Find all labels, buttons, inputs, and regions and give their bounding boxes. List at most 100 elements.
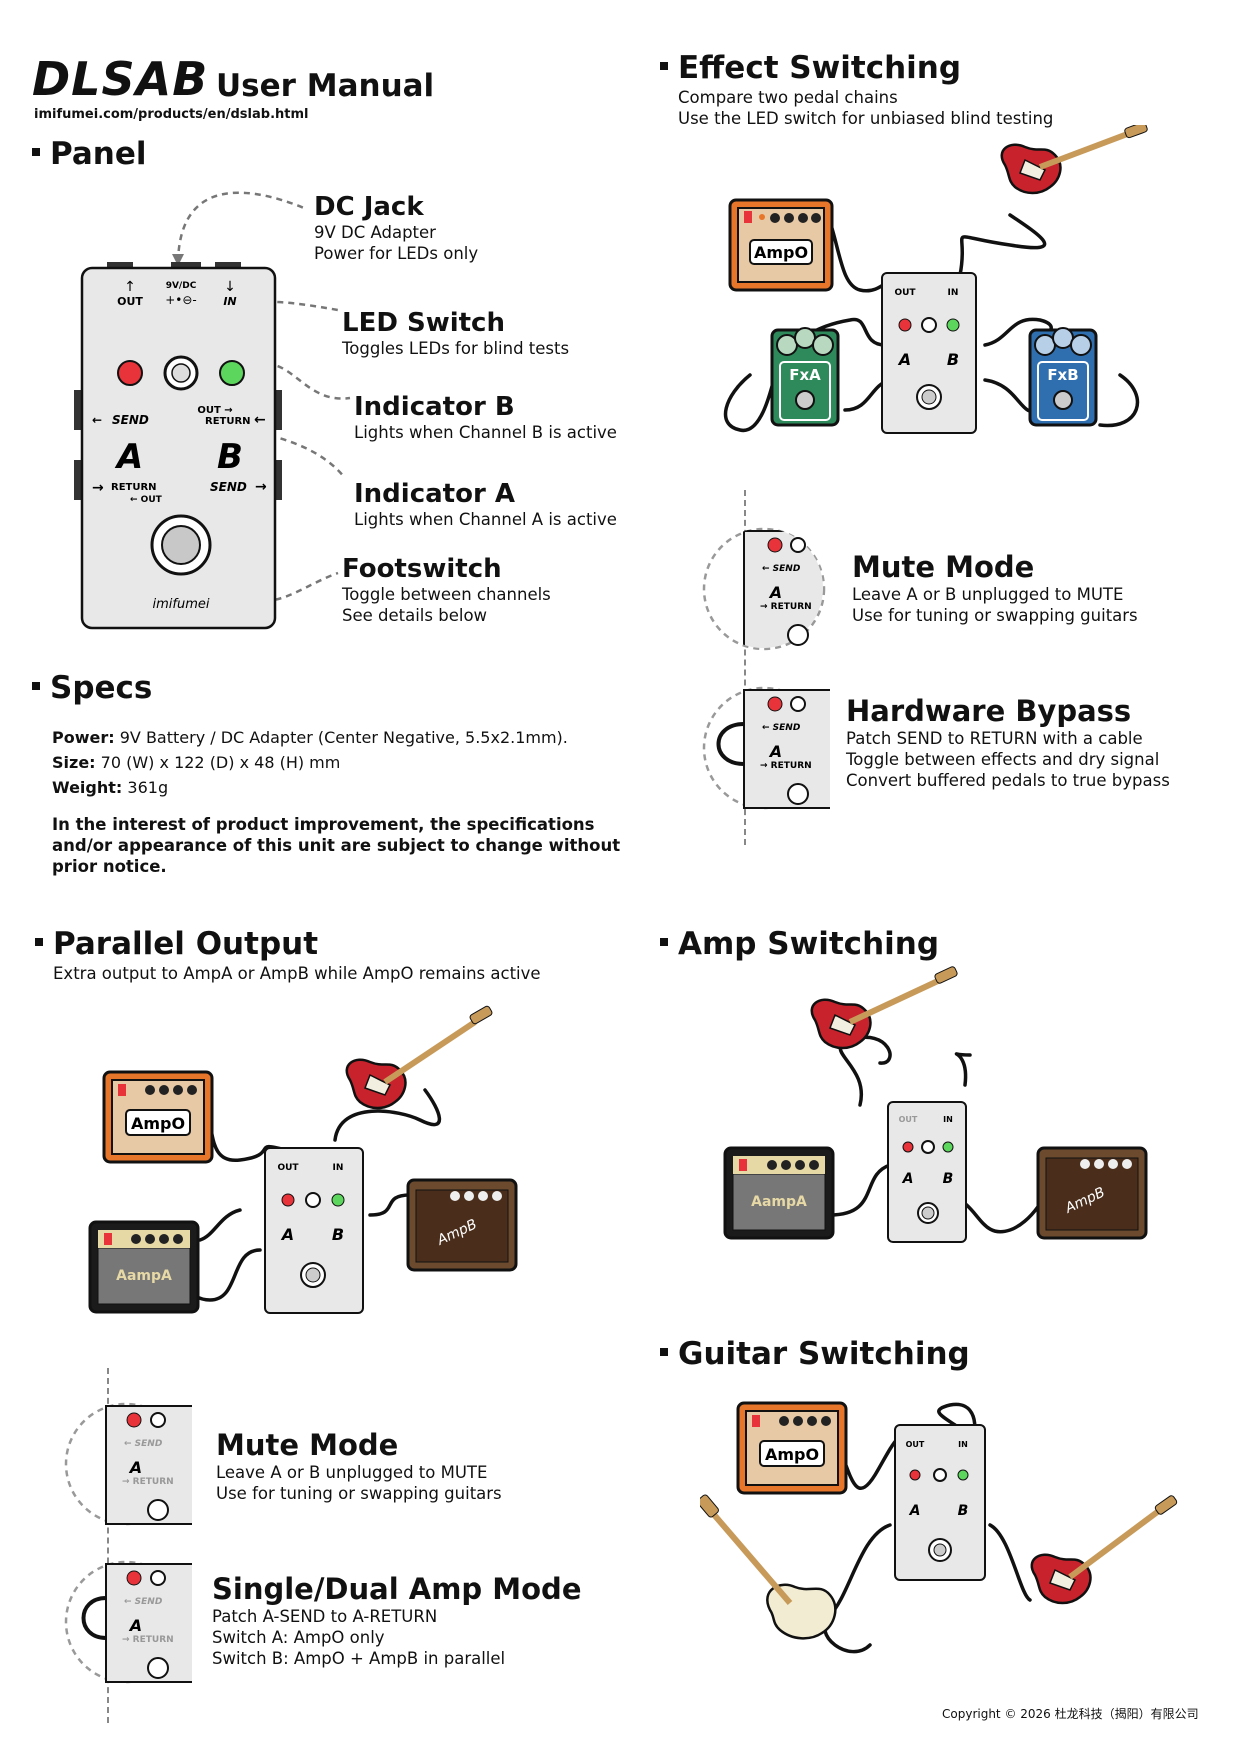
bullet-icon (660, 937, 668, 946)
send-b-label: SEND (210, 480, 247, 494)
dc-label: 9V/DC (166, 281, 197, 291)
parallel-output-heading: Parallel Output (35, 926, 318, 962)
mute-mode-line: Leave A or B unplugged to MUTE (216, 1463, 488, 1482)
svg-text:A: A (280, 1225, 294, 1244)
svg-text:A: A (768, 583, 782, 602)
svg-text:A: A (128, 1616, 142, 1635)
telecaster-guitar-icon (1030, 1495, 1178, 1605)
guitar-icon (345, 1005, 493, 1110)
svg-text:OUT: OUT (899, 1115, 918, 1124)
amp-a: AampA (723, 1146, 835, 1240)
spec-row: Size: 70 (W) x 122 (D) x 48 (H) mm (52, 753, 341, 772)
amp-o-label: AmpO (131, 1114, 185, 1133)
indicator-a-led (117, 360, 143, 386)
guitar-icon (810, 966, 958, 1050)
svg-text:↓: ↓ (224, 279, 236, 295)
indicator-b-line: Lights when Channel B is active (354, 423, 617, 442)
indicator-b-title: Indicator B (354, 392, 515, 422)
svg-text:A: A (768, 742, 782, 761)
svg-text:← SEND: ← SEND (124, 1439, 163, 1449)
single-dual-line: Switch B: AmpO + AmpB in parallel (212, 1649, 506, 1668)
amp-b: AmpB (406, 1178, 518, 1272)
in-jack-label: IN (223, 295, 236, 308)
led-switch-callout: LED Switch Toggles LEDs for blind tests (342, 308, 569, 359)
amp-switching-diagram: AampA AmpB OUT IN A B (723, 966, 1148, 1243)
svg-text:A: A (897, 350, 911, 369)
panel-heading: Panel (32, 136, 147, 172)
footswitch-callout: Footswitch Toggle between channels See d… (342, 554, 551, 626)
amp-o: AmpO (102, 1070, 214, 1164)
single-dual-callout: Single/Dual Amp Mode Patch A-SEND to A-R… (212, 1572, 581, 1669)
brand-label: imifumei (153, 597, 210, 612)
svg-text:↑: ↑ (124, 279, 136, 295)
amp-o: AmpO (728, 198, 834, 292)
out-jack-label: OUT (117, 295, 143, 308)
indicator-a-title: Indicator A (354, 479, 515, 509)
single-dual-line: Patch A-SEND to A-RETURN (212, 1607, 438, 1626)
parallel-output-diagram: AmpO AampA AmpB OUT IN A B (88, 1005, 518, 1314)
svg-text:←: ← (254, 412, 266, 428)
svg-text:→ RETURN: → RETURN (760, 761, 812, 771)
bullet-icon (660, 1347, 668, 1356)
manual-title: User Manual (216, 68, 435, 104)
hardware-bypass-zoom: ← SEND A → RETURN (702, 686, 830, 810)
svg-text:→ RETURN: → RETURN (122, 1477, 174, 1487)
mute-mode-zoom-parallel: ← SEND A → RETURN (64, 1402, 192, 1526)
channel-b-label: B (217, 437, 243, 477)
mute-mode-title: Mute Mode (216, 1428, 399, 1462)
indicator-a-line: Lights when Channel A is active (354, 510, 617, 529)
svg-text:A: A (128, 1458, 142, 1477)
indicator-b-callout: Indicator B Lights when Channel B is act… (354, 392, 617, 443)
amp-o: AmpO (736, 1401, 848, 1495)
amp-b: AmpB (1036, 1146, 1148, 1240)
parallel-output-desc: Extra output to AmpA or AmpB while AmpO … (53, 964, 541, 983)
svg-text:OUT: OUT (894, 288, 916, 298)
svg-text:←: ← (92, 413, 102, 427)
dlsab-pedal-small: OUT IN A B (887, 1101, 967, 1243)
dc-jack-line: Power for LEDs only (314, 244, 479, 263)
mute-mode-title: Mute Mode (852, 550, 1035, 584)
svg-text:+•⊖-: +•⊖- (165, 293, 197, 307)
product-logo: DLSAB (32, 52, 209, 106)
svg-text:← OUT: ← OUT (130, 495, 163, 505)
dc-jack-leader (176, 191, 305, 263)
amp-a-label: AampA (751, 1194, 807, 1210)
spec-row: Weight: 361g (52, 778, 169, 797)
svg-text:B: B (943, 1171, 954, 1187)
svg-text:← SEND: ← SEND (762, 564, 801, 574)
single-dual-title: Single/Dual Amp Mode (212, 1572, 582, 1606)
specs-notice: In the interest of product improvement, … (52, 815, 621, 876)
svg-text:B: B (332, 1225, 344, 1244)
amp-o-label: AmpO (765, 1445, 819, 1464)
fx-a-pedal: FxA (770, 327, 840, 427)
svg-text:A: A (902, 1171, 914, 1187)
effect-switching-diagram: AmpO FxA FxB OUT IN A B (723, 125, 1148, 434)
fx-b-pedal: FxB (1028, 327, 1098, 427)
amp-a-label: AampA (116, 1268, 172, 1284)
svg-text:OUT: OUT (277, 1163, 299, 1173)
fx-b-label: FxB (1047, 366, 1078, 384)
svg-text:OUT →: OUT → (197, 405, 232, 416)
guitar-switching-diagram: AmpO OUT IN A B (700, 1401, 1178, 1654)
pedal-illustration: OUT 9V/DC IN ↑ ↓ +•⊖- ← SEND OUT → RETUR… (74, 262, 282, 630)
single-dual-zoom: ← SEND A → RETURN (64, 1560, 192, 1684)
svg-text:A: A (909, 1503, 921, 1519)
svg-text:IN: IN (943, 1115, 953, 1124)
hardware-bypass-line: Convert buffered pedals to true bypass (846, 771, 1170, 790)
dc-jack-title: DC Jack (314, 192, 424, 222)
bullet-icon (32, 147, 40, 156)
led-switch-title: LED Switch (342, 308, 505, 338)
amp-switching-heading: Amp Switching (660, 926, 939, 962)
bullet-icon (660, 61, 668, 70)
return-b-label: RETURN (205, 416, 251, 427)
svg-text:OUT: OUT (906, 1440, 925, 1449)
svg-text:← SEND: ← SEND (762, 723, 801, 733)
product-url[interactable]: imifumei.com/products/en/dslab.html (34, 107, 309, 122)
footswitch-line: Toggle between channels (342, 585, 551, 604)
mute-mode-callout-parallel: Mute Mode Leave A or B unplugged to MUTE… (216, 1428, 502, 1504)
mute-mode-line: Use for tuning or swapping guitars (216, 1484, 502, 1503)
indicator-b-led (219, 360, 245, 386)
svg-text:→ RETURN: → RETURN (122, 1635, 174, 1645)
svg-text:← SEND: ← SEND (124, 1597, 163, 1607)
hardware-bypass-line: Patch SEND to RETURN with a cable (846, 729, 1143, 748)
